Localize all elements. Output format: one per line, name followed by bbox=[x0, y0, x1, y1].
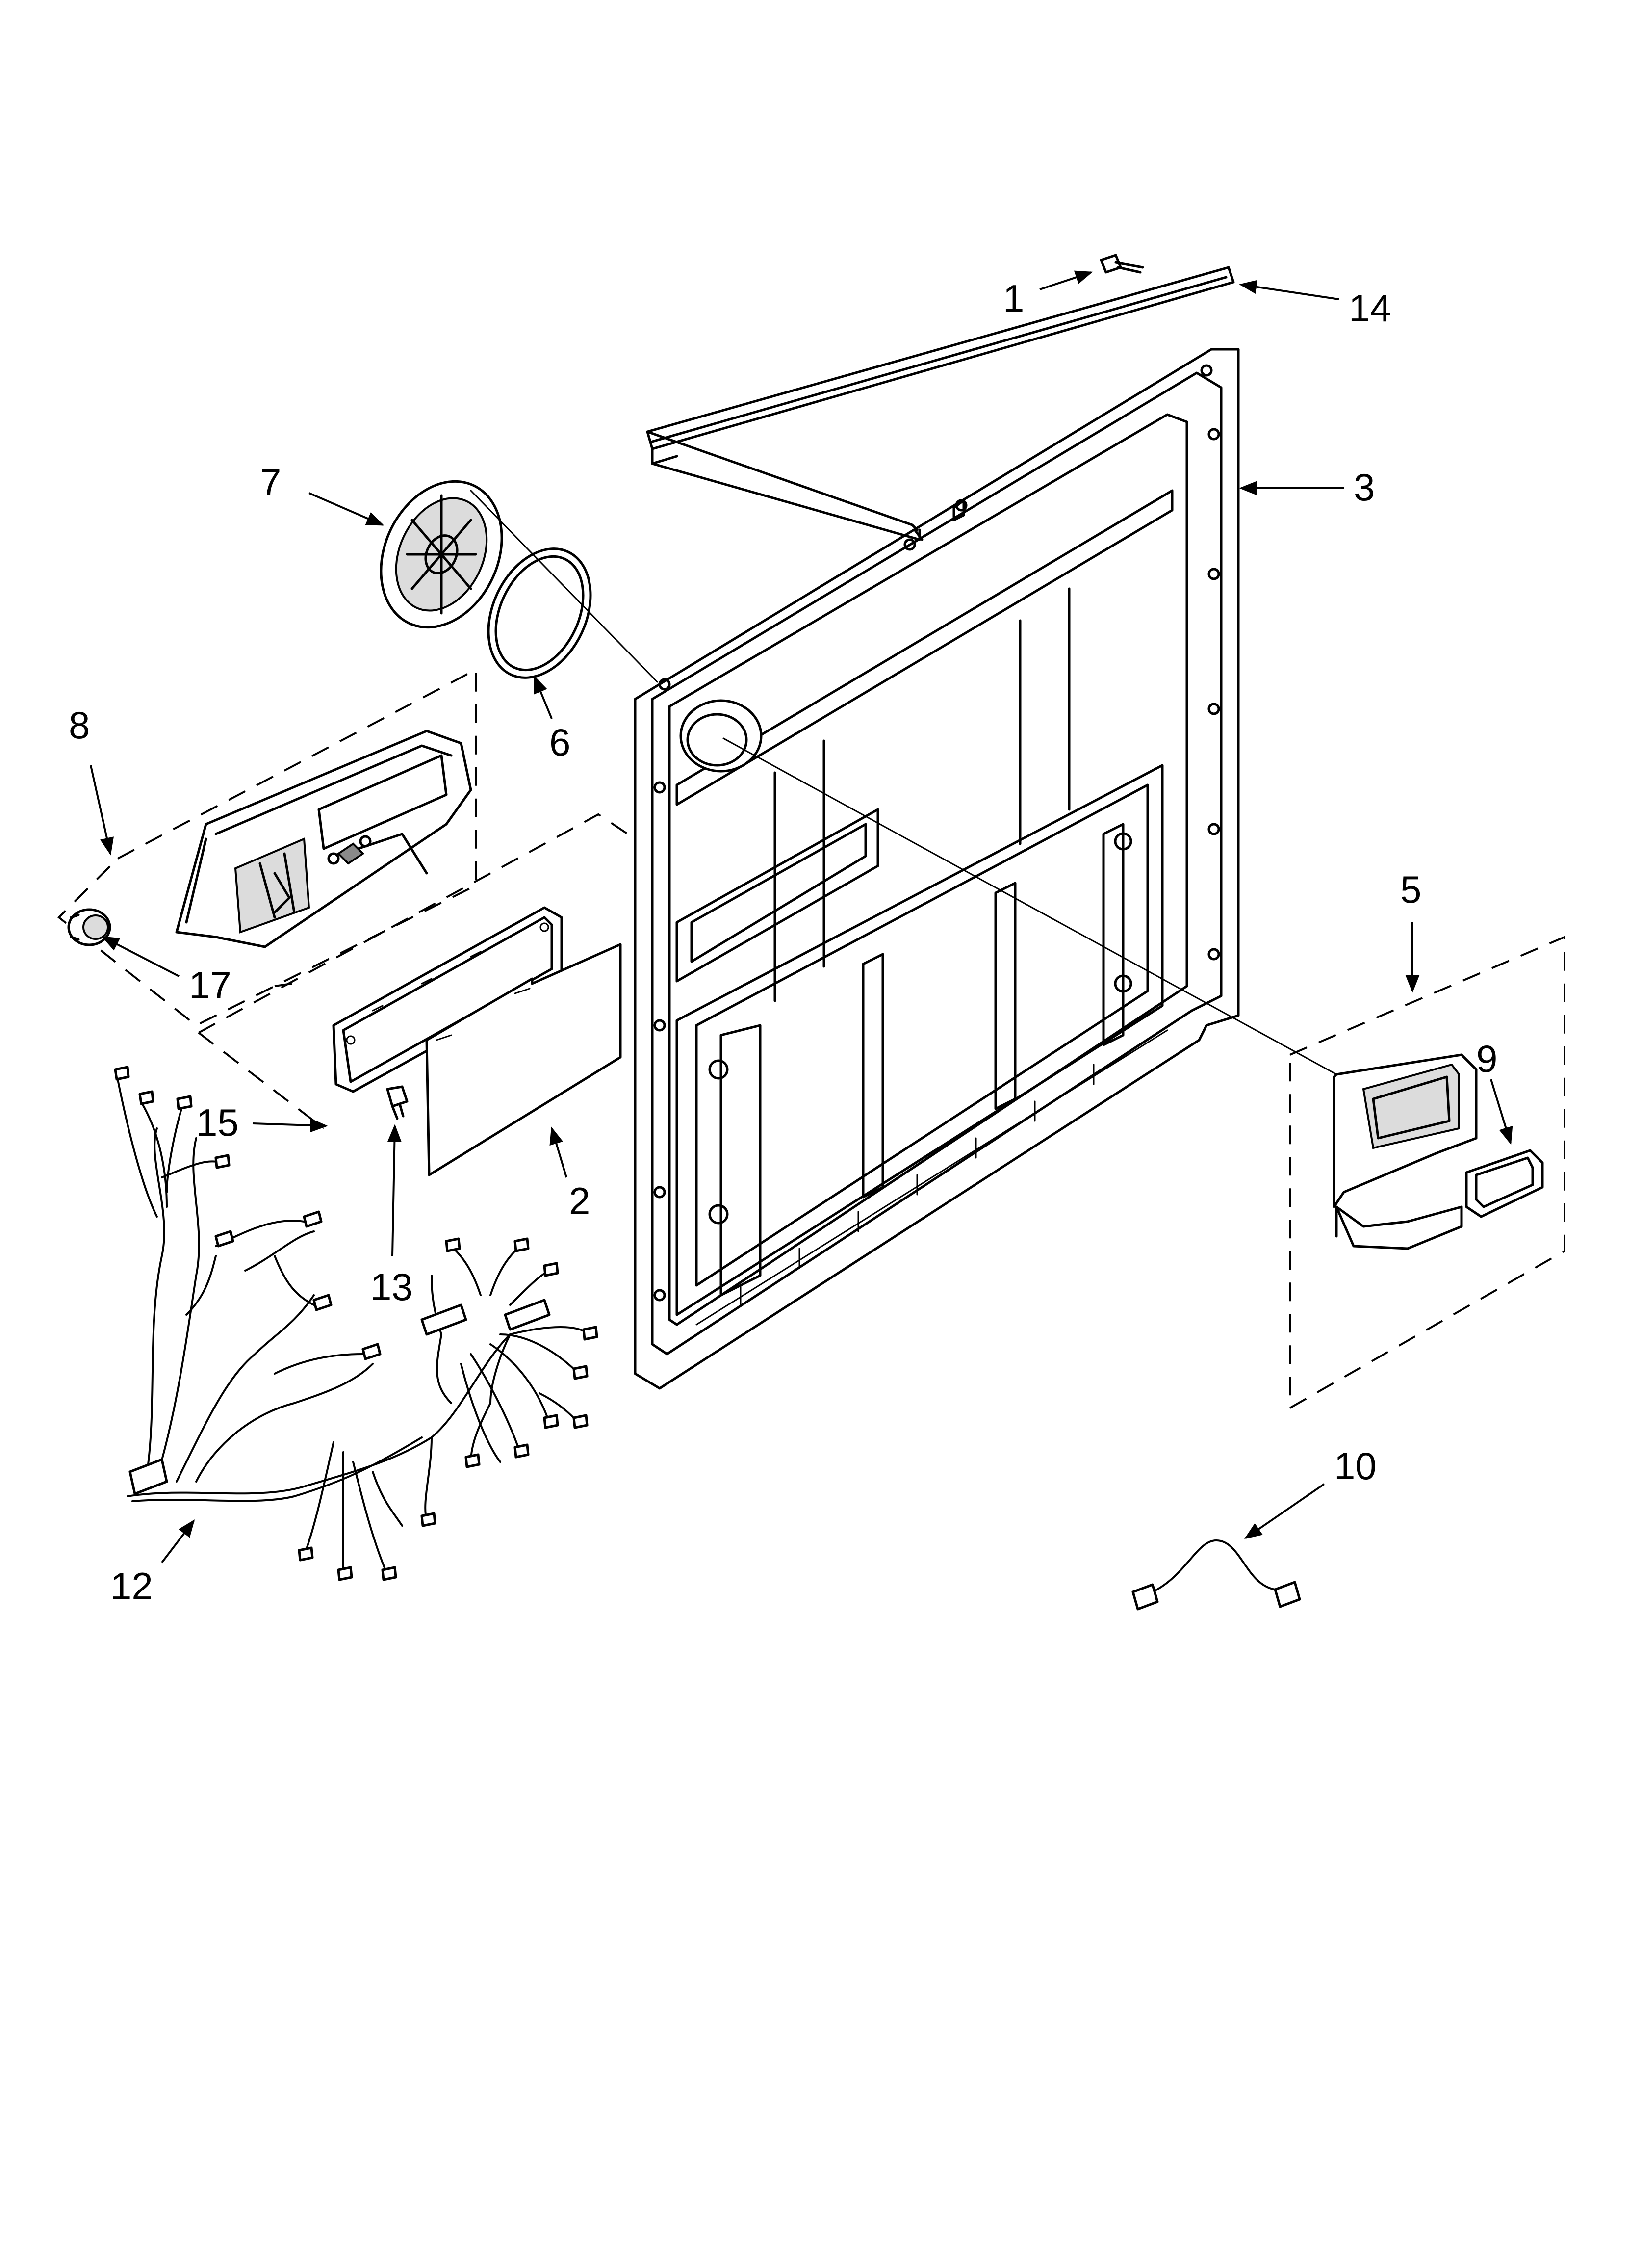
rinse-aid-cap bbox=[67, 908, 111, 946]
callout-14: 14 bbox=[1349, 287, 1391, 330]
callout-6: 6 bbox=[549, 721, 570, 764]
vent-gasket bbox=[487, 547, 592, 679]
callout-5: 5 bbox=[1400, 868, 1421, 911]
vent-cover bbox=[380, 480, 503, 629]
callout-8: 8 bbox=[69, 704, 90, 747]
callout-1: 1 bbox=[1003, 277, 1024, 320]
dispenser-assembly bbox=[57, 668, 477, 1027]
callout-10: 10 bbox=[1334, 1444, 1377, 1487]
top-trim-strip bbox=[646, 266, 1235, 541]
assembly-guide-lines bbox=[198, 813, 629, 1129]
wire-harness bbox=[114, 1066, 598, 1581]
callout-2: 2 bbox=[569, 1179, 590, 1223]
screw-part-13 bbox=[386, 1085, 409, 1120]
vent-gasket-rectangular bbox=[1465, 1149, 1544, 1218]
sensor-cable bbox=[1131, 1539, 1301, 1611]
callout-13: 13 bbox=[370, 1265, 413, 1308]
callout-9: 9 bbox=[1476, 1037, 1497, 1080]
callout-15: 15 bbox=[196, 1101, 239, 1144]
callout-7: 7 bbox=[260, 461, 281, 504]
callout-3: 3 bbox=[1354, 466, 1375, 509]
electronic-control-board bbox=[425, 943, 622, 1176]
callout-12: 12 bbox=[110, 1564, 153, 1608]
inner-door-panel bbox=[634, 348, 1240, 1390]
screw-part-1 bbox=[1100, 254, 1144, 274]
callout-leaders bbox=[90, 270, 1513, 1564]
callout-labels: 1 2 3 5 6 7 8 9 10 12 13 14 15 17 bbox=[69, 277, 1497, 1608]
vent-housing-assembly bbox=[1289, 935, 1565, 1410]
callout-17: 17 bbox=[189, 964, 231, 1007]
